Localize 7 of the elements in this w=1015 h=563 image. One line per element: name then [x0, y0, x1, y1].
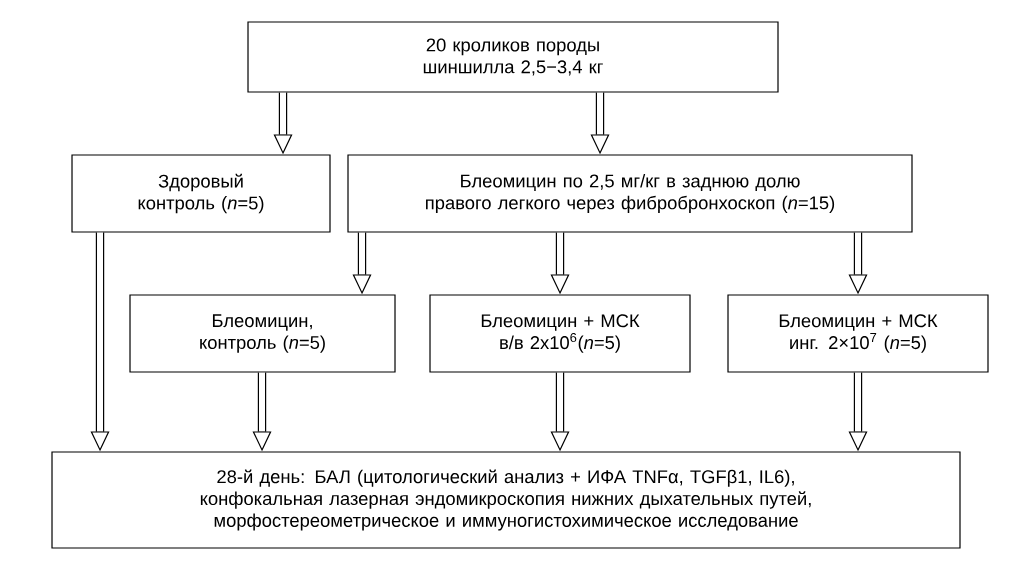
- process-box: Здоровый контроль (n=5): [71, 154, 331, 233]
- process-box: Блеомицин по 2,5 мг/кг в заднюю долю правого легкого через фибробронхоскоп (n=15): [347, 154, 913, 233]
- process-box: Блеомицин, контроль (n=5): [129, 294, 396, 373]
- process-box: Блеомицин + МСК в/в 2x10$^{6}$(n=5): [429, 294, 691, 373]
- process-box: 28-й день: БАЛ (цитологический анализ + ИФА TNFα, TGFβ1, IL6), конфокальная лазерная эндомикроскопия нижних дыхательных путей, морфостереометрическое и иммуногистохимическое исследование: [51, 451, 961, 549]
- process-box: 20 кроликов породы шиншилла 2,5−3,4 кг: [247, 21, 779, 93]
- process-box: Блеомицин + МСК инг. 2×10$^{7}$ (n=5): [727, 294, 989, 373]
